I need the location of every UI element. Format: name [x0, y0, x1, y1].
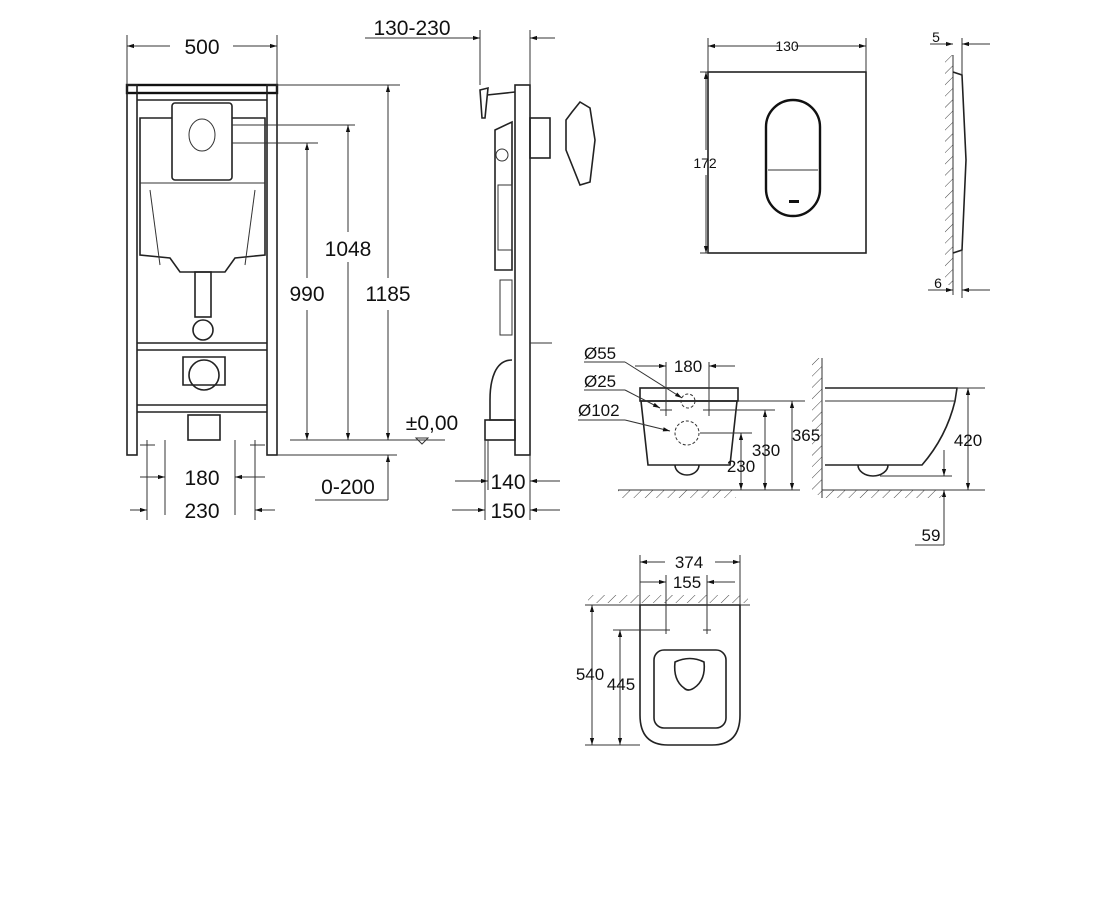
dim-length-540: 540: [576, 665, 604, 684]
dim-length-445: 445: [607, 675, 635, 694]
floor-level-marker: [414, 437, 430, 445]
dim-adjust-0-200: 0-200: [321, 476, 375, 499]
dim-230: 230: [184, 500, 219, 523]
label-dia-25: Ø25: [584, 372, 616, 391]
toilet-back-dimensions: Ø55 Ø25 Ø102 180 365 330 230: [578, 344, 820, 490]
label-dia-55: Ø55: [584, 344, 616, 363]
dim-height-230: 230: [727, 457, 755, 476]
dim-depth-150: 150: [490, 500, 525, 523]
dim-height-330: 330: [752, 441, 780, 460]
toilet-top-view: [585, 595, 750, 746]
floor-level-label: ±0,00: [406, 412, 458, 435]
toilet-side-view: [812, 358, 985, 498]
label-dia-102: Ø102: [578, 401, 620, 420]
dim-plate-thickness-bottom: 6: [934, 275, 942, 291]
dim-plate-thickness-top: 5: [932, 29, 940, 45]
frame-side-dimensions: 130-230 140 150: [365, 17, 560, 523]
flush-plate-front: [707, 71, 867, 254]
dim-toilet-bolt-180: 180: [674, 357, 702, 376]
toilet-side-dimensions: 420 59: [880, 387, 985, 546]
dim-plate-width: 130: [775, 38, 799, 54]
flush-plate-profile: 5 6: [928, 29, 990, 298]
dim-bolt-155: 155: [673, 573, 701, 592]
dim-depth-130-230: 130-230: [373, 17, 450, 40]
toilet-top-dimensions: 374 155 540 445: [576, 553, 741, 746]
frame-front-view: [125, 83, 279, 456]
dim-180: 180: [184, 467, 219, 490]
toilet-back-view: [618, 387, 800, 498]
frame-side-view: [479, 84, 596, 456]
dim-height-990: 990: [289, 283, 324, 306]
dim-width-500: 500: [184, 36, 219, 59]
dim-gap-59: 59: [922, 526, 941, 545]
dim-width-374: 374: [675, 553, 703, 572]
dim-height-1048: 1048: [325, 238, 372, 261]
frame-front-dimensions: 500 1185 1048 990 ±0,00 0-200 180 230: [126, 35, 458, 523]
dim-height-1185: 1185: [365, 283, 410, 306]
dim-height-420: 420: [954, 431, 982, 450]
dim-plate-height: 172: [693, 155, 717, 171]
dim-depth-140: 140: [490, 471, 525, 494]
flush-plate-dimensions: 130 172: [693, 38, 867, 254]
